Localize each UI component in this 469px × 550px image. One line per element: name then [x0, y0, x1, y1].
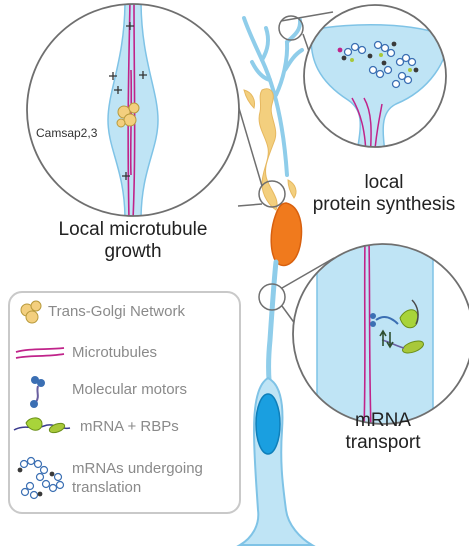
legend-label-motors: Molecular motors: [72, 381, 188, 398]
motor-on-microtubule: [370, 313, 376, 327]
label-protein-synthesis: local protein synthesis: [300, 172, 468, 216]
soma: [270, 202, 303, 267]
label-camsap: Camsap2,3: [36, 126, 98, 140]
legend-motor-icon: [30, 376, 45, 408]
callout-protein-synthesis: [303, 4, 447, 148]
legend-label-microtubules: Microtubules: [72, 344, 158, 361]
legend-label-polysomes-line2: translation: [72, 478, 142, 496]
label-microtubule-growth: Local microtubule growth: [18, 219, 248, 263]
nucleus: [255, 393, 281, 455]
legend-icons: [13, 300, 71, 500]
label-microtubule-growth-line2: growth: [104, 240, 162, 262]
plus-ends: [109, 22, 147, 180]
callout-anchor-dendrite-tip: [278, 15, 304, 41]
label-protein-synthesis-line1: local: [364, 172, 404, 193]
label-protein-synthesis-line2: protein synthesis: [312, 193, 456, 215]
legend-polysome-icon: [17, 456, 65, 500]
legend-mrna-rbp-icon: [13, 417, 71, 434]
callout-anchor-growth: [258, 180, 286, 208]
callout-anchor-transport: [258, 283, 286, 311]
legend: [8, 291, 241, 514]
golgi-cluster: [116, 102, 140, 128]
neuron: [236, 15, 316, 546]
label-mrna-transport: mRNA transport: [318, 410, 448, 454]
label-microtubule-growth-line1: Local microtubule: [58, 219, 208, 240]
legend-label-mrna-rbps: mRNA + RBPs: [80, 418, 179, 435]
legend-golgi-icon: [20, 300, 42, 324]
callout-microtubule-growth: Camsap2,3: [26, 3, 240, 217]
golgi-outpost-dendrite: [243, 88, 297, 211]
legend-label-polysomes-line1: mRNAs undergoing: [72, 460, 203, 477]
polysomes: [337, 40, 419, 89]
transport-arrows: [379, 329, 394, 349]
legend-microtubule-icon: [15, 347, 65, 359]
label-mrna-transport-line2: transport: [345, 431, 421, 453]
legend-label-golgi: Trans-Golgi Network: [48, 303, 185, 320]
callout-mrna-transport: [292, 243, 469, 425]
label-mrna-transport-line1: mRNA: [355, 410, 411, 431]
legend-label-polysomes: mRNAs undergoing translation: [72, 460, 203, 498]
